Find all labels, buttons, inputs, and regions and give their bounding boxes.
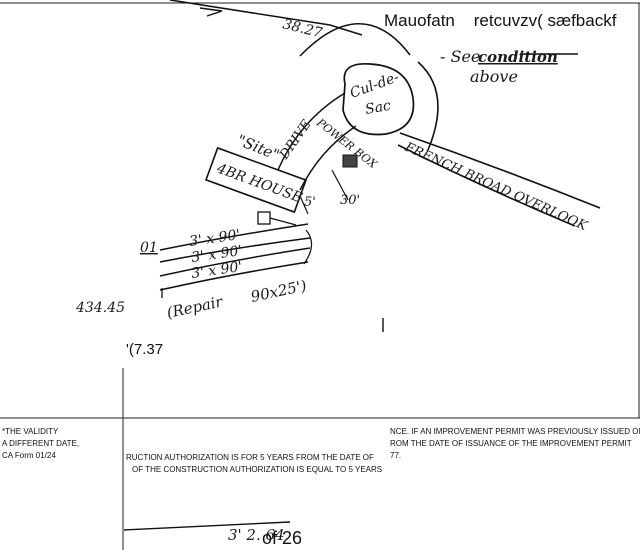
line-one-mark: 01 — [140, 240, 158, 256]
trench-line-1 — [159, 223, 309, 251]
setback-5-label: 5' — [304, 195, 316, 210]
form-text-line: 77. — [390, 451, 402, 460]
trench-dims-1: 3' x 90' — [188, 227, 241, 250]
setback-5-line — [299, 195, 309, 215]
road-upper-edge — [399, 132, 601, 209]
form-text-line: ROM THE DATE OF ISSUANCE OF THE IMPROVEM… — [390, 439, 632, 448]
form-text-line: A DIFFERENT DATE, — [2, 439, 80, 448]
road-label: FRENCH BROAD OVERLOOK — [401, 140, 590, 235]
page-number: of 26 — [262, 528, 302, 548]
trench-dims-3: 3' x 90' — [190, 259, 243, 282]
cul-de-sac-right-arc — [417, 61, 439, 151]
bottom-scrawl: 3' 2. 64 — [228, 526, 285, 544]
distance-top-label: 38.27 — [281, 16, 324, 41]
property-line-top — [169, 0, 363, 36]
repair-dims-label: 90x25') — [249, 277, 308, 306]
drive-label: DRIVE — [276, 117, 315, 163]
setback-30-line — [331, 169, 349, 201]
tank-marker — [257, 211, 271, 225]
see-note-struck: condition — [478, 48, 558, 66]
power-box-marker — [342, 154, 358, 168]
road-lower-edge — [397, 144, 576, 227]
coordinate-label-1: 434.45 — [75, 300, 125, 316]
form-text-line: OF THE CONSTRUCTION AUTHORIZATION IS EQU… — [132, 465, 383, 474]
cul-de-sac-circle — [342, 63, 415, 136]
form-notes-middle: RUCTION AUTHORIZATION IS FOR 5 YEARS FRO… — [126, 452, 384, 476]
tank-pipe — [269, 217, 297, 226]
trench-dims-2: 3' x 90' — [190, 243, 243, 266]
form-text-line: RUCTION AUTHORIZATION IS FOR 5 YEARS FRO… — [126, 453, 374, 462]
site-label: "Site" — [235, 131, 282, 164]
setback-30-label: 30' — [340, 193, 360, 208]
repair-label: (Repair — [165, 292, 225, 322]
bottom-sketch-line — [123, 521, 291, 531]
form-text-line: *THE VALIDITY — [2, 427, 59, 436]
scrambled-title: Mauofatn retcuvzv( sæfbackf — [384, 11, 617, 30]
form-text-line: NCE. IF AN IMPROVEMENT PERMIT WAS PREVIO… — [390, 427, 640, 436]
form-notes-left: *THE VALIDITY A DIFFERENT DATE, CA Form … — [2, 426, 112, 462]
see-note-above: above — [470, 67, 518, 86]
drive-upper-edge — [277, 92, 346, 171]
cul-de-sac-label-2: Sac — [364, 98, 392, 118]
form-notes-right: NCE. IF AN IMPROVEMENT PERMIT WAS PREVIO… — [390, 426, 640, 462]
cul-de-sac-label-1: Cul-de- — [348, 69, 402, 102]
coordinate-label-2: '(7.37 — [126, 341, 163, 358]
cul-de-sac-outer-arc — [299, 23, 411, 57]
trench-line-3 — [159, 247, 311, 277]
trench-line-4 — [159, 261, 309, 291]
trench-line-2 — [159, 237, 311, 263]
arrow-head-top — [199, 7, 223, 17]
drive-lower-edge — [299, 125, 357, 191]
see-note-prefix: - See — [440, 47, 480, 66]
form-text-line: CA Form 01/24 — [2, 451, 56, 460]
trench-right-end — [303, 229, 313, 265]
